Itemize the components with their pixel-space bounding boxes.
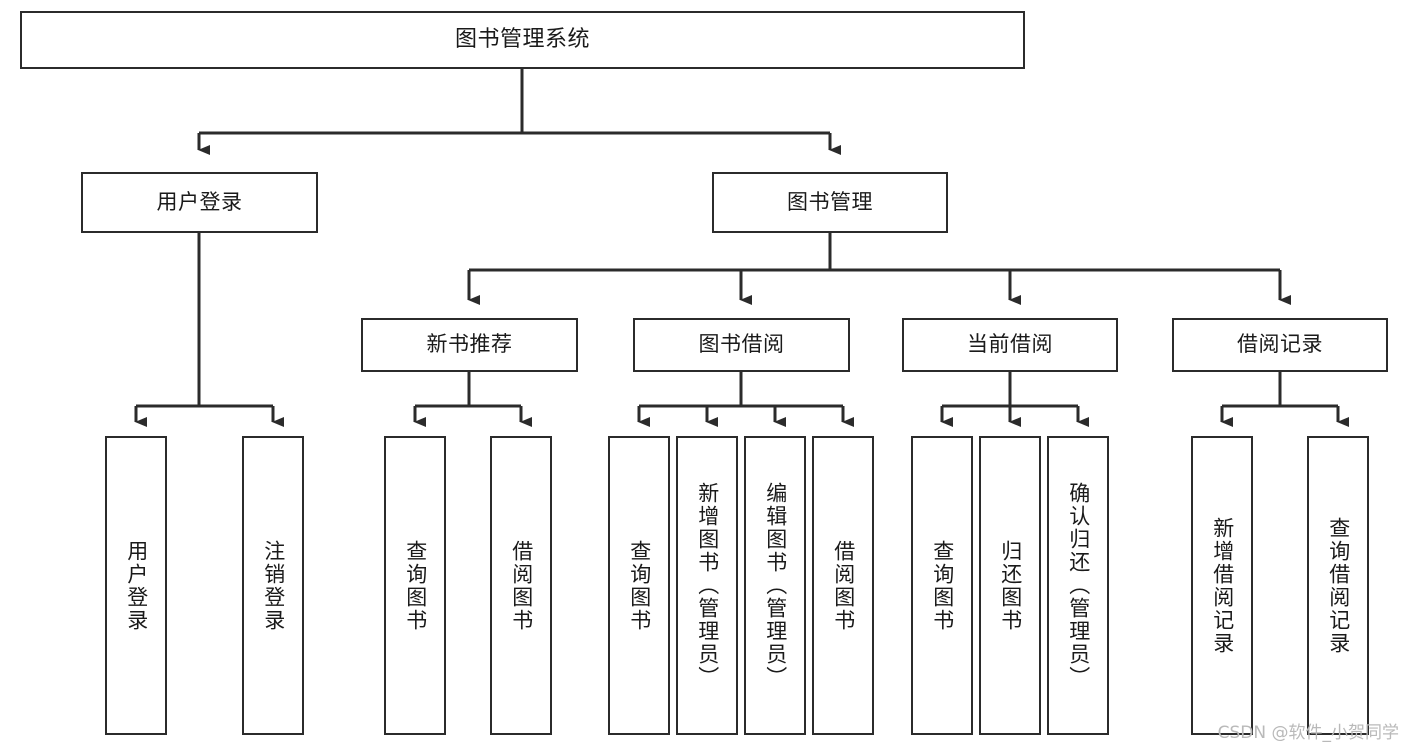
node-label: 确认归还（管理员） (1066, 482, 1091, 689)
node-label: 图书管理 (787, 189, 873, 214)
node-label: 新增图书（管理员） (695, 482, 720, 689)
node-label: 归还图书 (998, 539, 1023, 632)
node-label: 借阅图书 (509, 539, 534, 632)
node-leaf-query-book-recommend[interactable]: 查询图书 (384, 436, 446, 735)
node-label: 新书推荐 (426, 332, 513, 357)
node-label: 图书借阅 (698, 332, 785, 357)
node-book-borrowing[interactable]: 图书借阅 (633, 318, 850, 372)
node-book-management[interactable]: 图书管理 (712, 172, 948, 233)
node-label: 查询图书 (627, 539, 652, 632)
node-leaf-edit-book-admin[interactable]: 编辑图书（管理员） (744, 436, 806, 735)
node-label: 借阅记录 (1237, 332, 1323, 357)
node-label: 图书管理系统 (454, 26, 590, 52)
node-leaf-logout[interactable]: 注销登录 (242, 436, 304, 735)
node-root-library-management-system[interactable]: 图书管理系统 (20, 11, 1025, 69)
node-leaf-add-borrow-record[interactable]: 新增借阅记录 (1191, 436, 1253, 735)
node-label: 编辑图书（管理员） (763, 482, 788, 689)
node-user-login[interactable]: 用户登录 (81, 172, 318, 233)
node-current-borrowing[interactable]: 当前借阅 (902, 318, 1118, 372)
node-borrowing-record[interactable]: 借阅记录 (1172, 318, 1388, 372)
node-leaf-confirm-return-admin[interactable]: 确认归还（管理员） (1047, 436, 1109, 735)
node-new-book-recommendation[interactable]: 新书推荐 (361, 318, 578, 372)
watermark-text: CSDN @软件_小贺同学 (1217, 723, 1399, 743)
node-leaf-user-login[interactable]: 用户登录 (105, 436, 167, 735)
node-label: 借阅图书 (831, 539, 856, 632)
node-leaf-borrow-book-recommend[interactable]: 借阅图书 (490, 436, 552, 735)
node-leaf-query-book-current[interactable]: 查询图书 (911, 436, 973, 735)
node-leaf-borrow-book[interactable]: 借阅图书 (812, 436, 874, 735)
node-leaf-add-book-admin[interactable]: 新增图书（管理员） (676, 436, 738, 735)
node-label: 用户登录 (156, 189, 243, 214)
node-label: 查询图书 (403, 539, 428, 632)
node-label: 新增借阅记录 (1210, 516, 1235, 655)
node-label: 查询图书 (930, 539, 955, 632)
node-leaf-query-book-borrow[interactable]: 查询图书 (608, 436, 670, 735)
node-label: 当前借阅 (967, 332, 1053, 357)
node-leaf-return-book[interactable]: 归还图书 (979, 436, 1041, 735)
node-label: 查询借阅记录 (1326, 516, 1351, 655)
node-leaf-query-borrow-record[interactable]: 查询借阅记录 (1307, 436, 1369, 735)
node-label: 用户登录 (124, 539, 149, 632)
node-label: 注销登录 (261, 539, 286, 632)
